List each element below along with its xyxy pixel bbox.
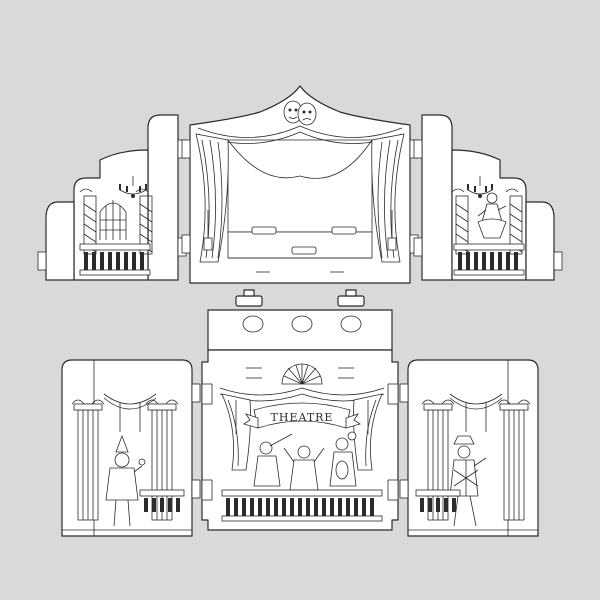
theatre-masks-icon — [283, 100, 317, 126]
bottom-left-side-panel — [61, 359, 201, 537]
dancer-figure — [477, 192, 507, 239]
upper-box-lid-panel — [207, 309, 393, 351]
top-left-wing-panel — [37, 114, 187, 281]
bottom-right-side-panel — [399, 359, 539, 537]
top-flap-pieces — [235, 289, 365, 307]
harlequin-figure — [449, 435, 487, 527]
chandelier-icon — [467, 176, 493, 198]
pierrot-clown-figure — [105, 434, 146, 527]
top-right-wing-panel — [413, 114, 563, 281]
fan-ornament-icon — [281, 363, 323, 385]
orchestra-musicians — [253, 431, 357, 491]
theatre-banner-text: THEATRE — [271, 411, 334, 424]
theatre-banner: THEATRE — [243, 402, 361, 429]
top-stage-frame-panel — [181, 85, 419, 284]
bottom-stage-front-panel: THEATRE — [201, 349, 399, 531]
chandelier-icon — [119, 176, 147, 198]
